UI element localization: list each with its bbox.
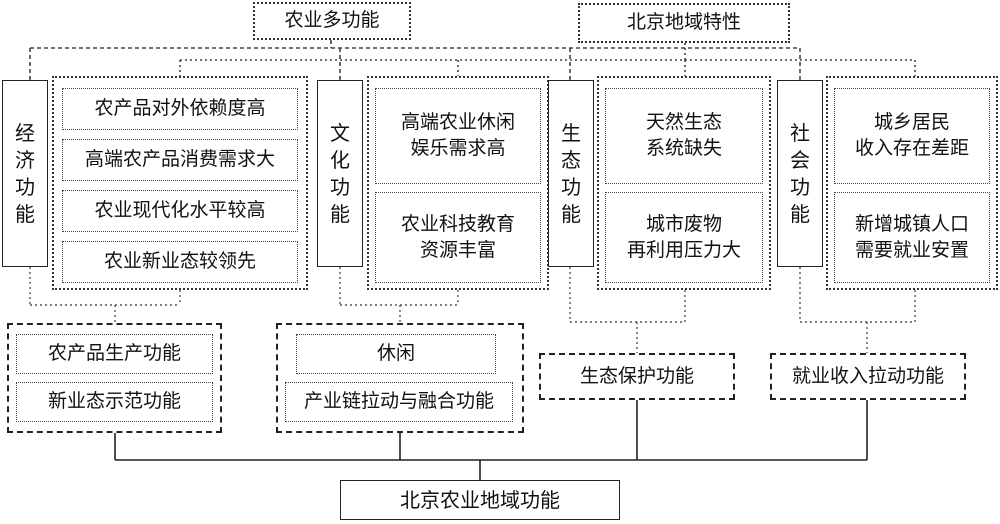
cultural-function-label: 文 化 功 能 [330,120,350,226]
economic-function-label: 经 济 功 能 [15,120,35,226]
outcome-item: 农产品生产功能 [16,334,213,374]
cultural-outcomes-group [276,323,524,433]
feature-item: 城市废物 再利用压力大 [605,192,763,283]
economic-function-box: 经 济 功 能 [2,80,48,267]
social-features-group [826,76,998,290]
beijing-features-box: 北京地域特性 [578,3,790,43]
feature-item: 高端农产品消费需求大 [62,139,298,181]
outcome-item: 休闲 [296,334,496,374]
feature-item: 天然生态 系统缺失 [605,88,763,184]
economic-features-group [52,76,308,290]
cultural-function-box: 文 化 功 能 [317,80,363,267]
ecological-features-group [597,76,771,290]
ecological-function-box: 生 态 功 能 [548,80,594,267]
feature-item: 高端农业休闲 娱乐需求高 [375,88,541,184]
feature-item: 农产品对外依赖度高 [62,88,298,130]
beijing-features-label: 北京地域特性 [626,11,741,34]
outcome-item: 新业态示范功能 [16,382,213,422]
ecological-function-label: 生 态 功 能 [561,120,581,226]
agri-multifunction-box: 农业多功能 [253,2,411,40]
agri-multifunction-label: 农业多功能 [284,9,380,32]
beijing-regional-function-box: 北京农业地域功能 [340,480,620,520]
feature-item: 农业新业态较领先 [62,241,298,283]
feature-item: 农业现代化水平较高 [62,190,298,232]
social-outcome-box: 就业收入拉动功能 [770,353,966,400]
beijing-regional-function-label: 北京农业地域功能 [400,487,560,512]
feature-item: 新增城镇人口 需要就业安置 [834,192,990,283]
ecological-outcome-box: 生态保护功能 [539,353,735,400]
social-function-box: 社 会 功 能 [777,80,823,267]
feature-item: 农业科技教育 资源丰富 [375,192,541,283]
economic-outcomes-group [7,323,222,433]
outcome-item: 产业链拉动与融合功能 [285,382,513,422]
feature-item: 城乡居民 收入存在差距 [834,88,990,184]
social-function-label: 社 会 功 能 [790,120,810,226]
